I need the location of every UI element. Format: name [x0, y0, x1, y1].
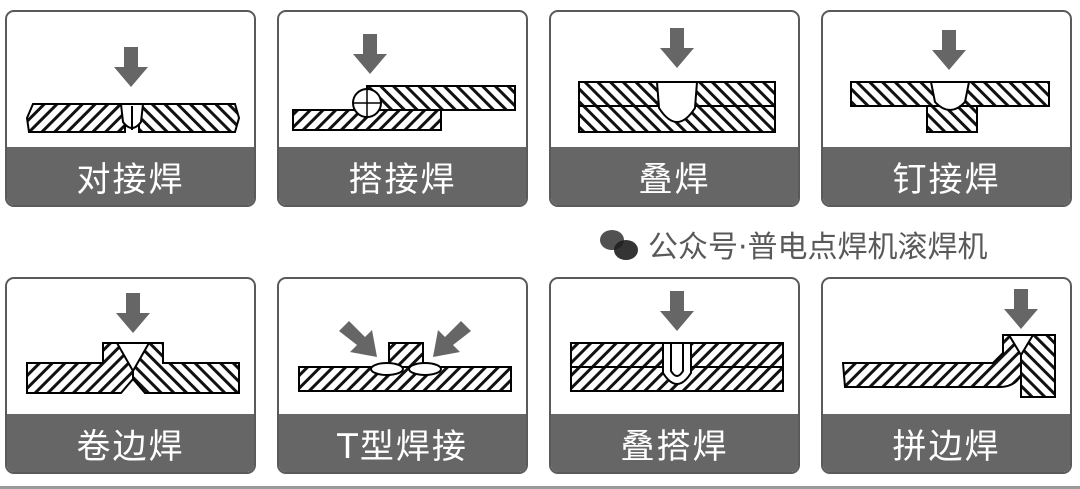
weld-left: [370, 362, 404, 376]
butt-weld-diagram: [25, 47, 241, 133]
arrow-left-icon: [339, 321, 377, 357]
card-plug-weld: 钉接焊: [821, 10, 1072, 207]
card-lap-weld: 搭接焊: [277, 10, 528, 207]
edge-weld-diagram: [841, 289, 1056, 398]
card-label: 搭接焊: [279, 147, 526, 205]
plate-right: [132, 342, 240, 394]
weld-bead: [115, 342, 151, 374]
arrow-icon: [660, 291, 694, 331]
lap-overlap-weld-diagram: [570, 291, 784, 392]
flange-weld-diagram: [26, 293, 240, 394]
card-flange-weld: 卷边焊: [5, 277, 256, 474]
arrow-icon: [116, 293, 150, 333]
plate-left: [25, 103, 126, 133]
arrow-icon: [353, 34, 387, 74]
wechat-icon: [600, 228, 640, 260]
card-edge-weld: 拼边焊: [821, 277, 1072, 474]
arrow-icon: [932, 30, 966, 70]
base-plate: [298, 366, 512, 392]
weld-groove: [662, 342, 692, 385]
card-label: 拼边焊: [823, 414, 1070, 472]
card-label: 对接焊: [7, 147, 254, 205]
arrow-right-icon: [433, 321, 471, 357]
weld-bead: [1007, 334, 1035, 357]
card-label: 卷边焊: [7, 414, 254, 472]
t-weld-diagram: [298, 321, 512, 392]
card-label: 钉接焊: [823, 147, 1070, 205]
overlap-weld-diagram: [578, 28, 776, 133]
plate-left: [26, 342, 134, 394]
plate-top: [366, 85, 516, 111]
card-label: 叠焊: [551, 147, 798, 205]
weld-nugget: [929, 81, 971, 111]
bottom-divider: [0, 486, 1080, 489]
weld-nugget: [655, 81, 699, 123]
card-butt-weld: 对接焊: [5, 10, 256, 207]
watermark: 公众号·普电点焊机滚焊机: [600, 222, 988, 266]
plug-weld-diagram: [850, 30, 1050, 133]
card-t-weld: T型焊接: [277, 277, 528, 474]
arrow-icon: [1004, 289, 1038, 329]
card-overlap-weld: 叠焊: [549, 10, 800, 207]
arrow-icon: [114, 47, 148, 87]
card-label: 叠搭焊: [551, 414, 798, 472]
bent-plate: [841, 334, 1022, 388]
lap-weld-diagram: [292, 34, 516, 131]
plate-right: [138, 103, 241, 133]
watermark-text: 公众号·普电点焊机滚焊机: [648, 230, 988, 265]
card-label: T型焊接: [279, 414, 526, 472]
arrow-icon: [660, 28, 694, 68]
weld-right: [408, 362, 442, 376]
card-lap-overlap-weld: 叠搭焊: [549, 277, 800, 474]
